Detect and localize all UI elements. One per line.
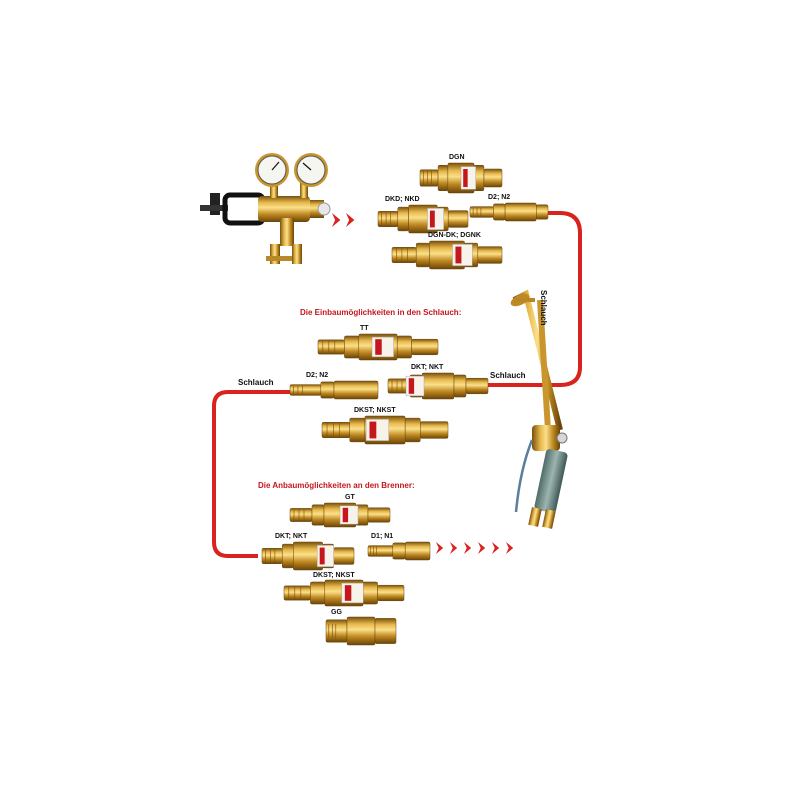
flashback-arrestor-icon [283,579,405,607]
flashback-arrestor-icon [387,372,489,400]
arrow-chevron-icon [332,213,341,227]
flashback-arrestor-icon [289,502,391,528]
flashback-arrestor-icon [321,415,449,445]
arrow-chevron-icon [450,542,458,554]
hose-label-middle: Schlauch [490,371,526,380]
fitting-label: TT [360,325,369,332]
arrow-chevron-icon [464,542,472,554]
fitting-label: DKD; NKD [385,196,420,203]
arrow-chevron-icon [346,213,355,227]
flashback-arrestor-icon [419,162,503,194]
flashback-arrestor-icon [325,616,397,646]
hose-connector-icon [289,380,379,400]
section-heading-inline: Die Einbaumöglichkeiten in den Schlauch: [300,308,462,317]
hose-connector-icon [469,202,549,222]
fitting-label: DKST; NKST [313,572,355,579]
flashback-arrestor-icon [377,204,469,234]
flashback-arrestor-icon [261,541,355,571]
fitting-label: DKST; NKST [354,407,396,414]
hose-connector-icon [367,541,431,561]
fitting-label: DKT; NKT [275,533,308,540]
fitting-label: GG [331,609,342,616]
cutting-torch-icon [510,289,568,529]
fitting-label: GT [345,494,355,501]
hose-label-right: Schlauch [539,290,548,326]
fitting-label: D2; N2 [488,194,511,201]
flashback-arrestor-icon [317,333,439,361]
arrow-chevron-icon [436,542,444,554]
section-heading-torch: Die Anbaumöglichkeiten an den Brenner: [258,481,415,490]
arrow-chevron-icon [478,542,486,554]
pressure-regulator-icon [200,153,331,264]
hose-line [212,211,582,558]
flashback-arrestor-icon [391,240,503,270]
fitting-label: DKT; NKT [411,364,444,371]
arrow-chevron-icon [492,542,500,554]
fitting-label: DGN-DK; DGNK [428,232,481,239]
fitting-label: D1; N1 [371,533,394,540]
arrow-chevron-icon [506,542,514,554]
hose-label-left: Schlauch [238,378,274,387]
fitting-label: D2; N2 [306,372,329,379]
fitting-label: DGN [449,154,465,161]
fittings-and-arrows [261,162,549,646]
